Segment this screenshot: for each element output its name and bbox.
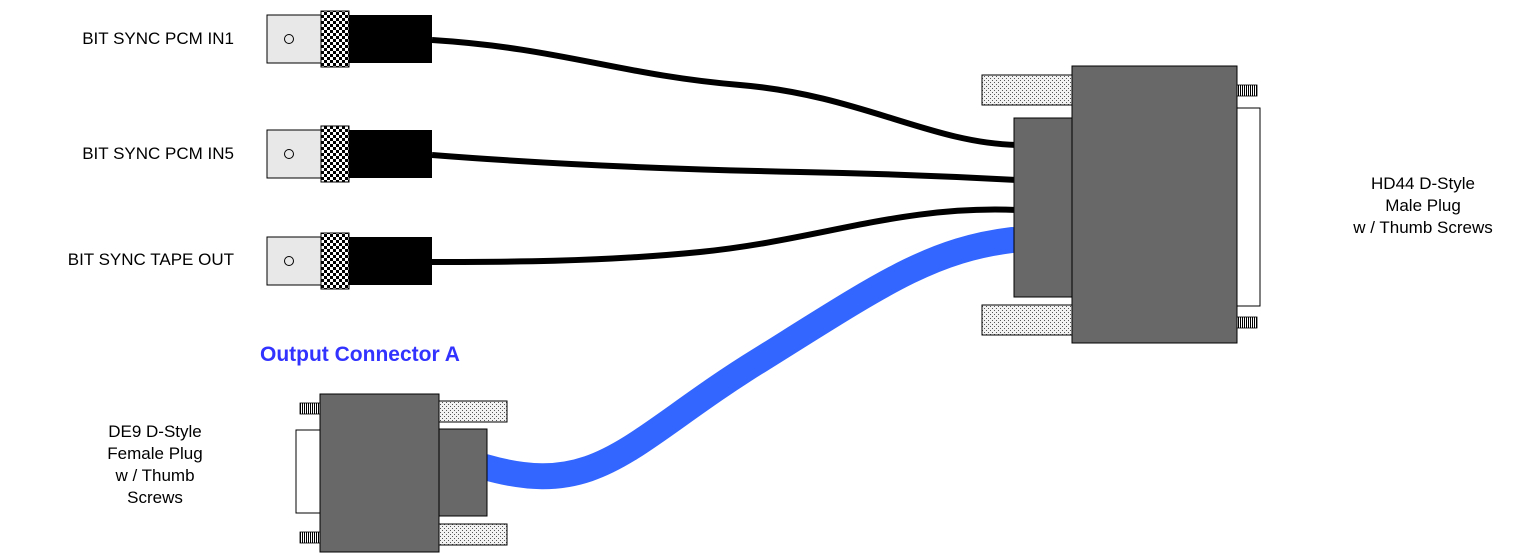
cable-pcm-in1 bbox=[431, 37, 1018, 148]
cable-pcm-in5 bbox=[431, 152, 1018, 183]
hd44-connector bbox=[981, 65, 1261, 344]
bnc-connector-2 bbox=[266, 125, 432, 183]
bnc-connector-1 bbox=[266, 10, 432, 68]
bnc-connector-3 bbox=[266, 232, 432, 290]
output-connector-heading: Output Connector A bbox=[260, 343, 460, 366]
label-bit-sync-tape-out: BIT SYNC TAPE OUT bbox=[67, 250, 234, 269]
label-bit-sync-pcm-in5: BIT SYNC PCM IN5 bbox=[82, 144, 234, 163]
label-de9-connector: DE9 D-Style Female Plug w / Thumb Screws bbox=[90, 421, 220, 509]
hd44-label-line-3: w / Thumb Screws bbox=[1353, 218, 1493, 237]
hd44-label-line-1: HD44 D-Style bbox=[1371, 174, 1475, 193]
hd44-label-line-2: Male Plug bbox=[1385, 196, 1461, 215]
cable-tape-out bbox=[431, 206, 1018, 265]
cable-output-a bbox=[472, 227, 1025, 490]
label-bit-sync-pcm-in1: BIT SYNC PCM IN1 bbox=[82, 29, 234, 48]
label-hd44-connector: HD44 D-Style Male Plug w / Thumb Screws bbox=[1328, 173, 1518, 239]
de9-label-line-4: Screws bbox=[127, 488, 183, 507]
de9-label-line-2: Female Plug bbox=[107, 444, 203, 463]
de9-label-line-3: w / Thumb bbox=[115, 466, 195, 485]
de9-connector bbox=[295, 393, 508, 553]
de9-label-line-1: DE9 D-Style bbox=[108, 422, 202, 441]
